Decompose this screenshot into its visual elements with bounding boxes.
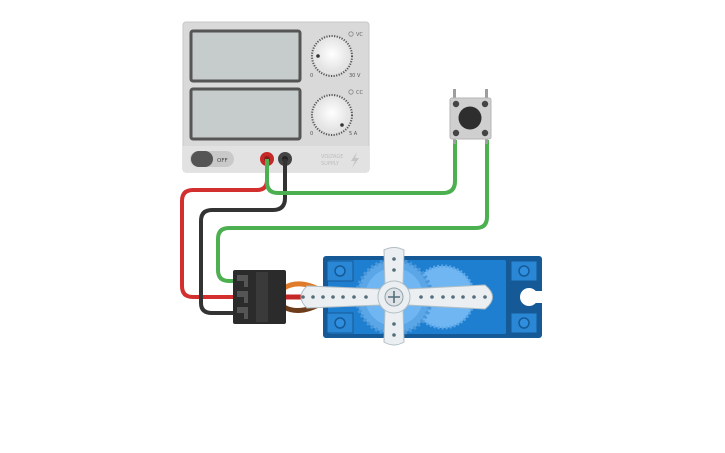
current-mode-label: CC	[356, 90, 363, 96]
lightning-icon	[351, 152, 359, 168]
vc-indicator-icon	[348, 31, 354, 37]
pushbutton-cap[interactable]	[458, 106, 482, 130]
servo-mount-slot	[529, 291, 543, 303]
pushbutton-leg-bottom-left	[453, 136, 456, 144]
current-knob[interactable]	[311, 94, 353, 136]
voltage-min-label: 0	[310, 73, 313, 79]
servo-connector-pin	[237, 307, 248, 319]
servo-connector-latch	[256, 272, 268, 322]
pushbutton-corner-pin	[452, 129, 460, 137]
servo-horn-holes	[301, 257, 487, 337]
current-min-label: 0	[310, 131, 313, 137]
brand-label-line1: VOLTAGE	[321, 154, 343, 160]
power-supply[interactable]: VC CC 0 30 V 0 5 A OFF VOLTAGE SUPPLY	[182, 21, 370, 173]
pushbutton-corner-pin	[452, 100, 460, 108]
switch-off-label: OFF	[217, 158, 228, 164]
voltage-knob-indicator	[316, 54, 320, 58]
voltage-knob[interactable]	[311, 35, 353, 77]
pushbutton-leg-top-left	[453, 89, 456, 101]
pushbutton[interactable]	[449, 89, 492, 144]
voltage-display	[189, 29, 302, 83]
toggle-switch-knob	[191, 151, 213, 167]
servo-connector-pin	[237, 275, 248, 287]
cc-indicator-icon	[348, 89, 354, 95]
servo-mount-hole	[334, 317, 346, 329]
power-switch[interactable]: OFF	[190, 151, 234, 167]
voltage-mode-label: VC	[356, 32, 363, 38]
current-display	[189, 87, 302, 141]
servo-mount-hole	[334, 265, 346, 277]
servo-connector[interactable]	[233, 270, 286, 324]
servo-mount-hole	[518, 265, 530, 277]
pushbutton-leg-bottom-right	[485, 136, 488, 144]
black-wire[interactable]	[199, 159, 287, 315]
pushbutton-leg-top-right	[485, 89, 488, 101]
servo-mount-hole	[518, 317, 530, 329]
servo-horn[interactable]	[300, 247, 493, 346]
servo-connector-pin	[237, 291, 248, 303]
current-max-label: 5 A	[349, 131, 358, 137]
voltage-max-label: 30 V	[349, 73, 361, 79]
brand-label-line2: SUPPLY	[321, 161, 340, 167]
current-knob-indicator	[340, 123, 344, 127]
pushbutton-corner-pin	[481, 129, 489, 137]
green-wire-supply-to-button[interactable]	[265, 140, 457, 195]
green-wire-button-to-servo[interactable]	[216, 140, 489, 283]
red-wire[interactable]	[180, 159, 269, 299]
pushbutton-corner-pin	[481, 100, 489, 108]
servo-motor[interactable]	[233, 247, 543, 346]
